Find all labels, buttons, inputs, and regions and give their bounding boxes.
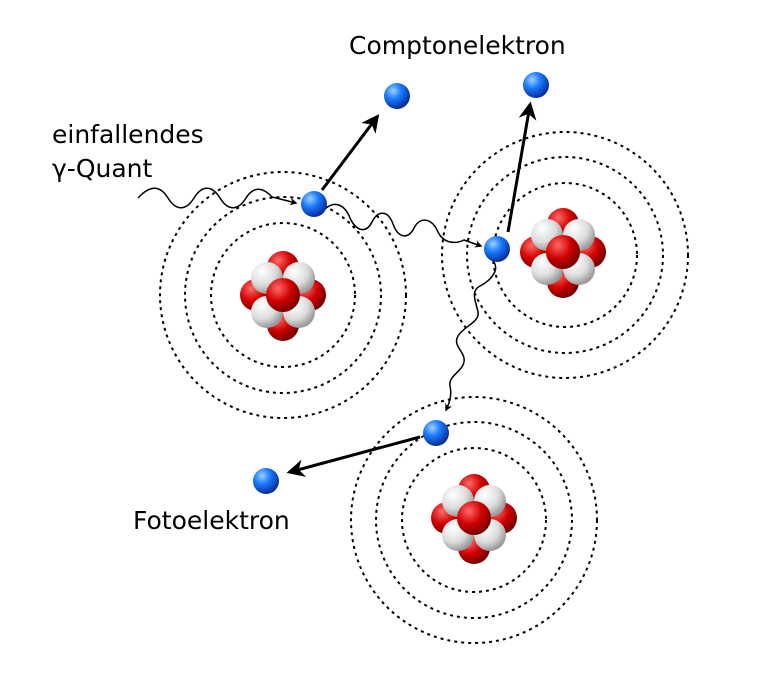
incident-label-line2: γ-Quant (52, 154, 153, 183)
scattered-gamma-wave-1 (324, 203, 483, 248)
nucleon-proton (457, 501, 491, 535)
atom-3-shells (350, 396, 598, 644)
atom-1-shell-outer (159, 171, 407, 419)
nucleon-proton (266, 278, 300, 312)
atom-1-nucleus (240, 251, 326, 341)
atom-2-shell-outer (441, 131, 689, 379)
electron-atom-3 (423, 420, 449, 446)
electron-atom-1 (301, 191, 327, 217)
atom-3-shell-middle (375, 421, 573, 619)
atom-2-shell-middle (466, 156, 664, 354)
compton-electron-1 (384, 83, 410, 109)
incident-label-line1: einfallendes (52, 120, 204, 149)
atom-3-shell-outer (350, 396, 598, 644)
atom-1-shells (159, 171, 407, 419)
atom-1-shell-inner (210, 222, 356, 368)
atom-3-nucleus (431, 474, 517, 564)
atom-1-shell-middle (184, 196, 382, 394)
nucleon-proton (546, 235, 580, 269)
compton-electron-2 (523, 72, 549, 98)
compton-arrow-1 (320, 114, 380, 191)
incident-gamma-wave (137, 187, 298, 209)
photoelectron-arrow (286, 435, 421, 477)
electron-atom-2 (484, 236, 510, 262)
compton-arrow-2 (506, 101, 537, 233)
compton-electron-label: Comptonelektron (349, 31, 566, 60)
photoelectron (253, 468, 279, 494)
photoelectron-label: Fotoelektron (133, 506, 290, 535)
atom-3-shell-inner (401, 447, 547, 593)
scattered-gamma-wave-2 (445, 261, 497, 412)
atom-2-nucleus (520, 208, 606, 298)
